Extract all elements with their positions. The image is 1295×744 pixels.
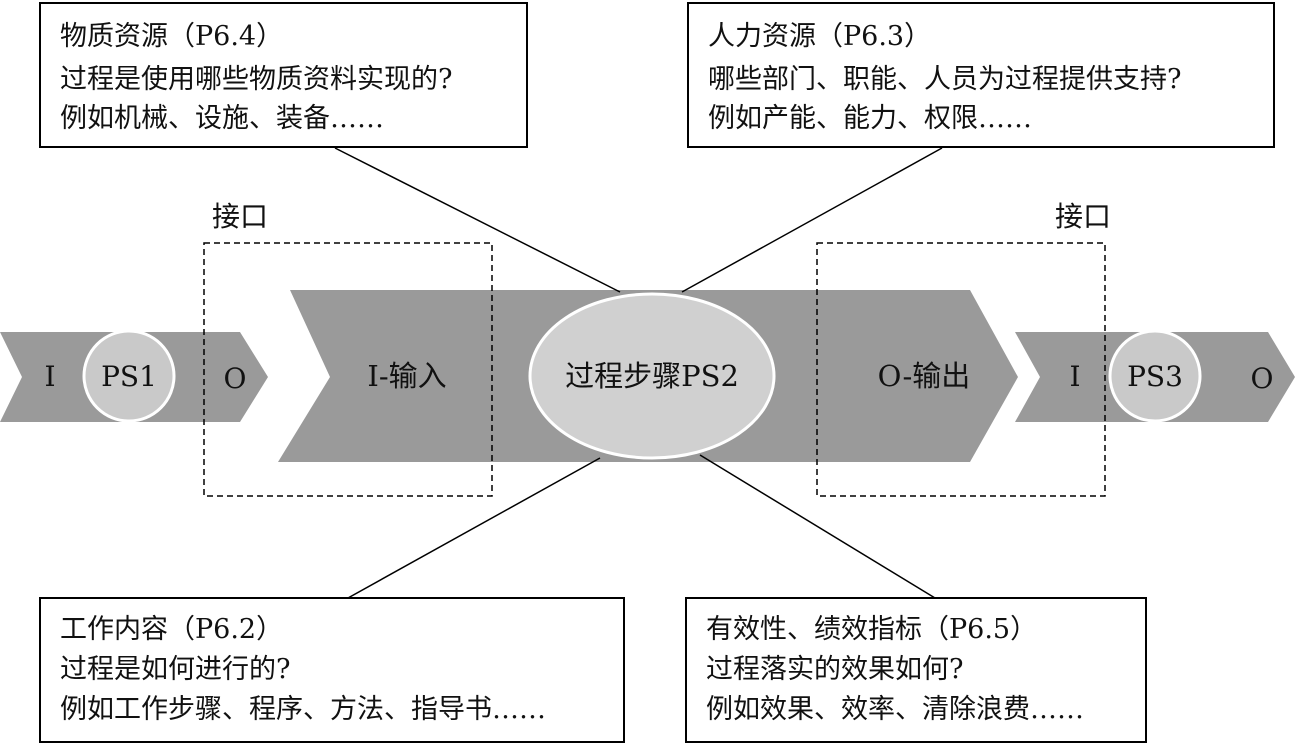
left-input-label: I: [44, 360, 55, 393]
connector-human: [681, 147, 943, 293]
human-examples: 例如产能、能力、权限……: [708, 103, 1032, 134]
ps3-label: PS3: [1127, 360, 1183, 393]
main-output-label: O-输出: [878, 359, 971, 393]
connector-effectiveness: [699, 454, 936, 599]
work-examples: 例如工作步骤、程序、方法、指导书……: [60, 694, 546, 725]
right-output-label: O: [1251, 362, 1274, 395]
connector-material: [334, 147, 621, 293]
work-content-box: 工作内容（P6.2） 过程是如何进行的? 例如工作步骤、程序、方法、指导书……: [39, 597, 625, 743]
effectiveness-box: 有效性、绩效指标（P6.5） 过程落实的效果如何? 例如效果、效率、清除浪费……: [685, 597, 1147, 743]
ps1-label: PS1: [101, 360, 157, 393]
ps3-circle: [1108, 329, 1202, 423]
effectiveness-question: 过程落实的效果如何?: [706, 654, 963, 685]
interface-left-box: [203, 242, 493, 497]
material-resources-box: 物质资源（P6.4） 过程是使用哪些物质资料实现的? 例如机械、设施、装备……: [39, 2, 528, 148]
work-title: 工作内容（P6.2）: [60, 614, 283, 645]
effectiveness-title: 有效性、绩效指标（P6.5）: [706, 614, 1037, 645]
material-examples: 例如机械、设施、装备……: [60, 103, 384, 134]
ps2-label: 过程步骤PS2: [565, 359, 739, 393]
interface-right-label: 接口: [1055, 200, 1111, 233]
right-input-label: I: [1069, 360, 1080, 393]
left-output-label: O: [224, 362, 247, 395]
ps1-circle: [82, 329, 176, 423]
effectiveness-examples: 例如效果、效率、清除浪费……: [706, 694, 1084, 725]
human-title: 人力资源（P6.3）: [708, 21, 931, 52]
human-question: 哪些部门、职能、人员为过程提供支持?: [708, 64, 1181, 95]
human-resources-box: 人力资源（P6.3） 哪些部门、职能、人员为过程提供支持? 例如产能、能力、权限…: [687, 2, 1275, 148]
main-input-label: I-输入: [367, 359, 446, 393]
ps2-ellipse: [528, 292, 776, 460]
material-title: 物质资源（P6.4）: [60, 21, 283, 52]
connector-work: [347, 457, 601, 599]
material-question: 过程是使用哪些物质资料实现的?: [60, 64, 452, 95]
interface-left-label: 接口: [212, 200, 268, 233]
interface-right-box: [816, 242, 1106, 497]
work-question: 过程是如何进行的?: [60, 654, 290, 685]
